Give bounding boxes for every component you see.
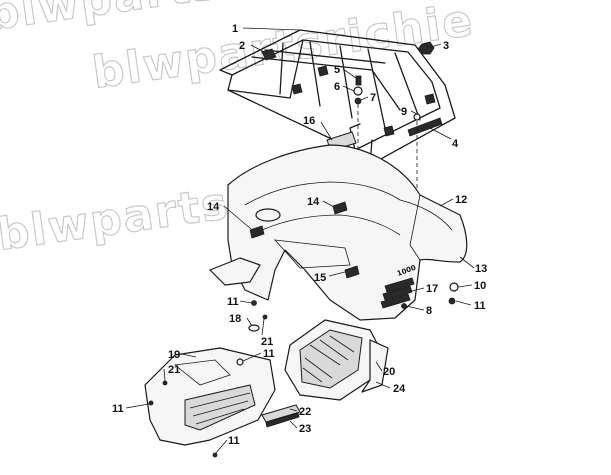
callout-16: 16 [303, 115, 315, 127]
callout-1: 1 [232, 23, 238, 35]
callout-20: 20 [383, 366, 395, 378]
callout-14-center: 14 [307, 196, 320, 208]
callout-11-right: 11 [474, 300, 486, 312]
callout-12: 12 [455, 194, 467, 206]
rack-fasteners [353, 41, 435, 121]
callout-14-left: 14 [207, 201, 220, 213]
callout-6: 6 [334, 81, 340, 93]
rear-rack [219, 29, 456, 166]
rear-fender: 1000 [209, 144, 468, 321]
callout-11-mid-left: 11 [227, 296, 239, 308]
callout-2: 2 [239, 40, 245, 52]
callout-11-bottom: 11 [228, 435, 240, 447]
callout-11-left: 11 [112, 403, 124, 415]
callout-9: 9 [401, 106, 407, 118]
callouts: 1 2 3 4 5 6 7 9 16 14 14 12 13 15 17 10 … [112, 23, 487, 447]
callout-21-lower: 21 [168, 364, 180, 376]
side-hardware [248, 282, 459, 332]
callout-11-footrest: 11 [263, 348, 275, 360]
callout-21-upper: 21 [261, 336, 273, 348]
callout-17: 17 [426, 283, 438, 295]
footrest-panel [144, 347, 301, 458]
callout-4: 4 [452, 138, 459, 150]
callout-3: 3 [443, 40, 449, 52]
callout-7: 7 [370, 92, 376, 104]
fender-inserts [249, 201, 360, 279]
callout-23: 23 [299, 423, 311, 435]
callout-22: 22 [299, 406, 311, 418]
callout-18: 18 [229, 313, 241, 325]
footwell [284, 319, 389, 401]
callout-10: 10 [474, 280, 486, 292]
callout-13: 13 [475, 263, 487, 275]
callout-24: 24 [393, 383, 406, 395]
callout-19: 19 [168, 349, 180, 361]
leader-lines [125, 27, 475, 454]
callout-8: 8 [426, 305, 432, 317]
callout-15: 15 [314, 272, 326, 284]
callout-5: 5 [334, 64, 340, 76]
